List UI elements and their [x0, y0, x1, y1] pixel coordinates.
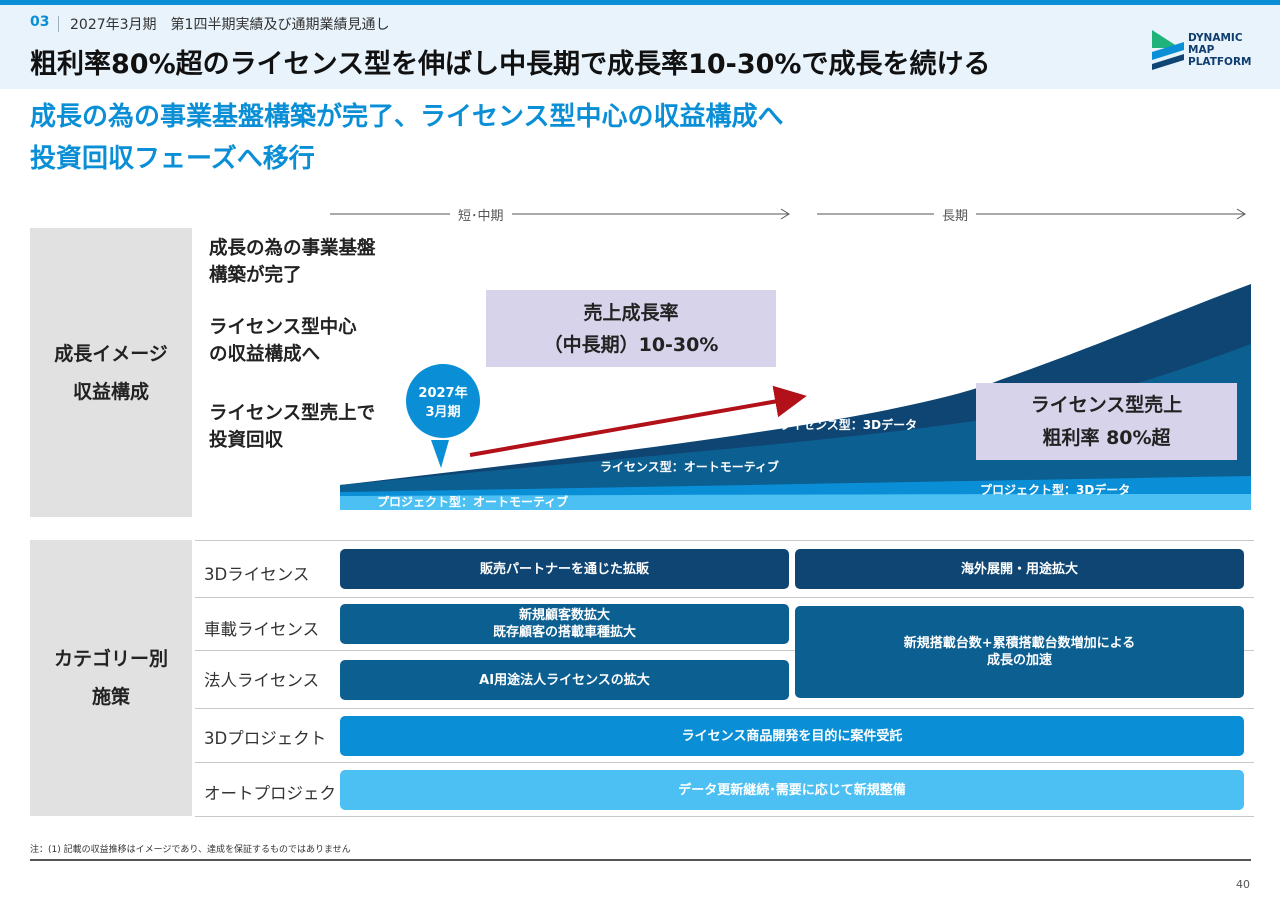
row-divider: [195, 540, 1254, 541]
section-separator: [58, 16, 59, 32]
layer-label-license-automotive: ライセンス型：オートモーティブ: [600, 460, 780, 474]
subheading-line-1: 成長の為の事業基盤構築が完了、ライセンス型中心の収益構成へ: [30, 102, 784, 132]
phase-3-line-2: 投資回収: [209, 430, 284, 451]
license-box-line-2: 粗利率 80%超: [1042, 426, 1171, 449]
category-3d-license: 3Dライセンス: [204, 565, 310, 584]
growth-box-line-2: （中長期）10-30%: [543, 333, 719, 356]
fiscal-year-marker: 2027年 3月期: [406, 384, 480, 422]
logo-shape-navy: [1152, 54, 1184, 70]
category-label-line-1: カテゴリー別: [53, 648, 168, 670]
layer-license-automotive: [340, 344, 1251, 510]
marker-line-1: 2027年: [418, 386, 468, 401]
initiative-sales-partner: 販売パートナーを通じた拡販: [340, 549, 789, 589]
logo-line-2: MAP: [1188, 44, 1215, 56]
growth-label-line-2: 収益構成: [72, 380, 149, 403]
row-divider: [195, 762, 1254, 763]
layer-label-project-3d: プロジェクト型：3Dデータ: [980, 483, 1131, 497]
layer-project-automotive: [340, 494, 1251, 510]
phase-2-line-1: ライセンス型中心: [209, 317, 357, 338]
growth-section-label: 成長イメージ 収益構成: [30, 228, 192, 517]
logo-text: DYNAMIC MAP PLATFORM: [1188, 32, 1252, 68]
marker-pointer: [431, 440, 449, 468]
phase-text-3: ライセンス型売上で 投資回収: [209, 400, 375, 454]
subheading-line-2: 投資回収フェーズへ移行: [30, 144, 315, 174]
short-mid-arrow-head: [780, 208, 790, 220]
phase-1-line-1: 成長の為の事業基盤: [209, 238, 376, 259]
footer-divider: [30, 859, 1251, 861]
initiative-ai-corporate: AI用途法人ライセンスの拡大: [340, 660, 789, 700]
new-customers-line-2: 既存顧客の搭載車種拡大: [492, 625, 636, 640]
phase-3-line-1: ライセンス型売上で: [209, 403, 376, 424]
growth-label-line-1: 成長イメージ: [54, 342, 168, 365]
logo-shape-blue: [1152, 42, 1184, 60]
row-divider: [195, 650, 1254, 651]
growth-rate-box: 売上成長率 （中長期）10-30%: [486, 290, 776, 367]
section-title: 2027年3月期 第1四半期実績及び通期業績見通し: [70, 17, 390, 33]
growth-box-line-1: 売上成長率: [583, 301, 679, 324]
initiative-license-product: ライセンス商品開発を目的に案件受託: [340, 716, 1244, 756]
timeline-long-label: 長期: [934, 205, 977, 224]
phase-text-2: ライセンス型中心 の収益構成へ: [209, 314, 357, 368]
logo-line-1: DYNAMIC: [1188, 32, 1243, 44]
logo-shape-green: [1152, 30, 1180, 48]
license-margin-box: ライセンス型売上 粗利率 80%超: [976, 383, 1237, 460]
category-3d-project: 3Dプロジェクト: [204, 729, 327, 748]
growth-red-arrow: [469, 385, 807, 457]
footnote: 注：(1) 記載の収益推移はイメージであり、達成を保証するものではありません: [30, 845, 351, 855]
marker-circle: [406, 364, 480, 438]
initiative-new-customers: 新規顧客数拡大 既存顧客の搭載車種拡大: [340, 604, 789, 644]
company-logo: [1152, 30, 1184, 70]
initiative-overseas: 海外展開・用途拡大: [795, 549, 1244, 589]
page-title: 粗利率80%超のライセンス型を伸ばし中長期で成長率10-30%で成長を続ける: [30, 49, 991, 80]
phase-1-line-2: 構築が完了: [209, 265, 302, 286]
long-arrow-head: [1236, 208, 1246, 220]
category-vehicle-license: 車載ライセンス: [204, 620, 320, 639]
phase-text-1: 成長の為の事業基盤 構築が完了: [209, 235, 376, 289]
section-number: 03: [30, 14, 50, 30]
unit-growth-line-2: 成長の加速: [986, 653, 1052, 668]
layer-label-project-automotive: プロジェクト型：オートモーティブ: [377, 495, 569, 509]
unit-growth-line-1: 新規搭載台数+累積搭載台数増加による: [903, 636, 1136, 651]
timeline-short-mid-label: 短･中期: [450, 205, 512, 224]
timeline-arrows: [330, 208, 1246, 220]
initiative-unit-growth: 新規搭載台数+累積搭載台数増加による 成長の加速: [795, 606, 1244, 698]
category-corporate-license: 法人ライセンス: [204, 671, 320, 690]
row-divider: [195, 816, 1254, 817]
top-accent-bar: [0, 0, 1280, 5]
row-divider: [195, 708, 1254, 709]
row-divider: [195, 597, 1254, 598]
category-auto-project: オートプロジェクト: [204, 784, 353, 803]
marker-line-2: 3月期: [425, 405, 461, 420]
new-customers-line-1: 新規顧客数拡大: [518, 608, 610, 623]
header-band: [0, 5, 1280, 89]
initiative-data-update: データ更新継続･需要に応じて新規整備: [340, 770, 1244, 810]
subheading: 成長の為の事業基盤構築が完了、ライセンス型中心の収益構成へ 投資回収フェーズへ移…: [30, 96, 783, 180]
category-label-line-2: 施策: [91, 686, 130, 708]
layer-label-license-3d: ライセンス型：3Dデータ: [779, 418, 918, 432]
category-section-label: カテゴリー別 施策: [30, 540, 192, 816]
page-number: 40: [1236, 878, 1250, 891]
logo-line-3: PLATFORM: [1188, 56, 1252, 68]
phase-2-line-2: の収益構成へ: [209, 344, 321, 365]
license-box-line-1: ライセンス型売上: [1030, 393, 1183, 416]
